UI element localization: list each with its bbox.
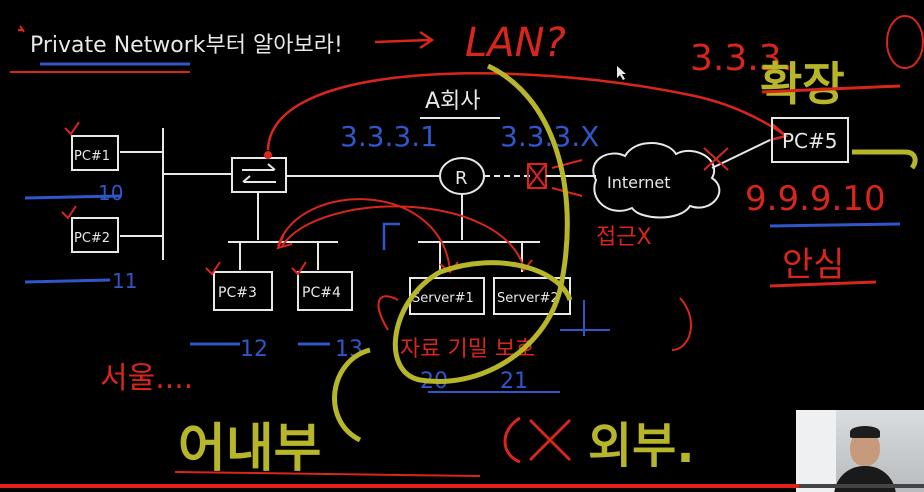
- pc2-host-number: 11: [112, 269, 137, 293]
- pc1-check: [64, 121, 80, 136]
- server2-host-number: 21: [500, 369, 528, 394]
- pc2-label: PC#2: [74, 231, 110, 246]
- router-ip-left: 3.3.3.1: [340, 120, 438, 153]
- pc5-label: PC#5: [782, 129, 838, 153]
- pc3-pc4-checks: [205, 261, 307, 276]
- video-progress-bar[interactable]: [0, 484, 924, 488]
- title-tick-mark: [18, 25, 25, 33]
- title-text: Private Network부터 알아보라!: [30, 33, 343, 58]
- mouse-cursor-icon: [617, 66, 626, 80]
- pc5-node: PC#5: [771, 117, 849, 163]
- security-underline: [769, 280, 877, 288]
- router-label: R: [455, 168, 468, 189]
- pc4-node: PC#4: [297, 271, 353, 311]
- outside-label: 외부.: [588, 418, 695, 474]
- arc-arrowhead-left: [276, 233, 293, 250]
- seoul-label: 서울....: [100, 361, 193, 396]
- pc5-ip: 9.9.9.10: [745, 179, 886, 219]
- pc1-host-dash: [24, 194, 121, 200]
- pc5-ip-underline: [769, 222, 901, 228]
- internet-cloud: [592, 142, 721, 219]
- arc-arrowhead: [769, 123, 789, 142]
- outside-x-mark: [503, 416, 572, 464]
- server1-label: Server#1: [412, 291, 474, 306]
- pc1-label: PC#1: [74, 149, 110, 164]
- top-right-circle: [886, 15, 924, 69]
- pc-to-server1-arc: [277, 198, 451, 271]
- pc-to-server2-arc: [281, 205, 525, 269]
- pc4-label: PC#4: [302, 285, 341, 301]
- pc1-host-number: 10: [98, 181, 123, 205]
- switch-to-pc5-arc: [266, 72, 786, 151]
- inside-arrow-curve: [332, 347, 371, 443]
- pc2-node: PC#2: [71, 217, 119, 253]
- server2-label: Server#2: [497, 291, 559, 306]
- server-bracket: [382, 222, 400, 250]
- server-note-brackets: [377, 295, 692, 351]
- company-label: A회사: [425, 89, 481, 114]
- pc3-node: PC#3: [213, 271, 273, 311]
- switch-node: [231, 157, 287, 193]
- pc4-host-number: 13: [335, 337, 363, 362]
- presenter-webcam: [796, 410, 924, 492]
- pc2-check: [61, 205, 77, 220]
- top-right-ip: 3.3.3.: [690, 38, 793, 79]
- lan-label: LAN?: [465, 20, 566, 66]
- lower-bus-lines: [228, 192, 338, 270]
- firewall-cross: [527, 163, 547, 189]
- switch-red-dot: [264, 151, 272, 159]
- pc3-host-number: 12: [240, 337, 268, 362]
- pc1-node: PC#1: [71, 135, 119, 171]
- left-bus-links: [120, 151, 232, 237]
- server-note-blue-marks: [560, 300, 610, 336]
- internal-boundary-curve: [392, 63, 573, 384]
- security-label: 안심: [782, 245, 845, 285]
- internet-x-mark: [703, 147, 729, 171]
- expand-label: 확장: [760, 57, 845, 111]
- pc2-host-dash: [24, 278, 111, 284]
- access-denied-label: 접근X: [596, 225, 652, 250]
- inside-underline: [174, 471, 481, 477]
- internet-label: Internet: [607, 173, 671, 192]
- title-arrow: [374, 30, 435, 50]
- expand-underline: [761, 84, 901, 94]
- video-progress-fill: [0, 484, 800, 488]
- pc5-yellow-mark: [852, 149, 918, 170]
- inside-label: 어내부: [178, 419, 322, 479]
- pc3-label: PC#3: [218, 285, 257, 301]
- router-node: R: [439, 157, 485, 195]
